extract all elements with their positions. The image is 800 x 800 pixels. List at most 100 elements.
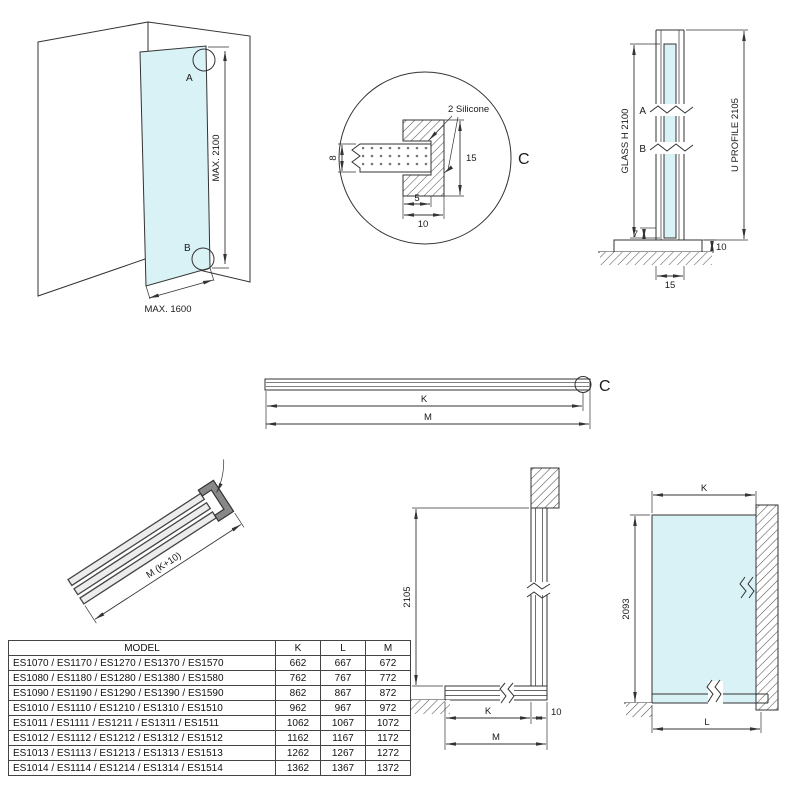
l-cell: 767	[320, 670, 366, 686]
model-cell: ES1070 / ES1170 / ES1270 / ES1370 / ES15…	[8, 655, 276, 671]
header-model: MODEL	[8, 640, 276, 656]
dim-10: 10	[716, 242, 727, 253]
m-cell: 1072	[365, 715, 411, 731]
glass-panel	[139, 45, 211, 287]
outer-depth-dim: 10	[418, 219, 429, 230]
l-cell: 1067	[320, 715, 366, 731]
elevation-m-dim: M	[492, 732, 500, 743]
detail-marker-a	[192, 48, 216, 72]
drawing-plan-view: C K M	[264, 376, 611, 429]
model-cell: ES1011 / ES1111 / ES1211 / ES1311 / ES15…	[8, 715, 276, 731]
k-cell: 1062	[275, 715, 321, 731]
m-cell: 972	[365, 700, 411, 716]
plan-k-dim: K	[421, 394, 428, 405]
k-cell: 962	[275, 700, 321, 716]
side-wall-hatch	[755, 504, 779, 711]
glass-dots-texture	[362, 147, 428, 169]
drawing-glass-elevation: K 2093 L	[621, 483, 779, 733]
l-cell: 1167	[320, 730, 366, 746]
m-cell: 772	[365, 670, 411, 686]
table-row: ES1014 / ES1114 / ES1214 / ES1314 / ES15…	[8, 760, 411, 776]
glass-k-dim: K	[701, 483, 708, 494]
glass-thickness-dim: 8	[328, 155, 339, 160]
model-cell: ES1080 / ES1180 / ES1280 / ES1380 / ES15…	[8, 670, 276, 686]
horizontal-profile	[444, 685, 548, 701]
model-cell: ES1010 / ES1110 / ES1210 / ES1310 / ES15…	[8, 700, 276, 716]
floor-hatch-right	[626, 703, 652, 717]
dim-7: 7	[633, 229, 638, 240]
floor-hatch	[398, 700, 450, 714]
k-cell: 1162	[275, 730, 321, 746]
glass-panel-elevation	[651, 514, 757, 704]
point-b-label: B	[184, 243, 191, 254]
m-cell: 1372	[365, 760, 411, 776]
k-cell: 862	[275, 685, 321, 701]
m-cell: 672	[365, 655, 411, 671]
silicone-label: 2 Silicone	[448, 104, 489, 115]
point-a-label: A	[186, 73, 193, 84]
header-k: K	[275, 640, 321, 656]
table-row: ES1012 / ES1112 / ES1212 / ES1312 / ES15…	[8, 730, 411, 746]
vertical-profile	[530, 507, 548, 687]
inner-depth-dim: 5	[414, 193, 419, 204]
l-cell: 1367	[320, 760, 366, 776]
l-cell: 867	[320, 685, 366, 701]
profile-end-cap	[197, 479, 235, 523]
m-cell: 872	[365, 685, 411, 701]
detail-c-label: C	[518, 151, 530, 168]
drawing-section-view: A B GLASS H 2100 U PROFILE 2105 7 10 15	[598, 29, 748, 291]
detail-marker-b	[191, 247, 215, 271]
drawing-door-view: A B MAX. 2100 MAX. 1600	[37, 21, 251, 315]
table-row: ES1011 / ES1111 / ES1211 / ES1311 / ES15…	[8, 715, 411, 731]
header-m: M	[365, 640, 411, 656]
max-width-dim: MAX. 1600	[145, 304, 192, 315]
glass-strip	[663, 43, 677, 239]
profile-bar	[264, 378, 591, 391]
l-cell: 1267	[320, 745, 366, 761]
model-cell: ES1090 / ES1190 / ES1290 / ES1390 / ES15…	[8, 685, 276, 701]
k-cell: 1362	[275, 760, 321, 776]
k-cell: 662	[275, 655, 321, 671]
profile-height-dim: 15	[466, 153, 477, 164]
u-profile-dim: U PROFILE 2105	[730, 98, 741, 172]
plan-m-dim: M	[424, 412, 432, 423]
header-l: L	[320, 640, 366, 656]
model-cell: ES1013 / ES1113 / ES1213 / ES1313 / ES15…	[8, 745, 276, 761]
m-cell: 1272	[365, 745, 411, 761]
detail-marker-c	[574, 376, 592, 393]
elevation-k-dim: K	[485, 706, 492, 717]
drawing-profile-3d: M (K+10)	[67, 459, 245, 624]
model-cell: ES1012 / ES1112 / ES1212 / ES1312 / ES15…	[8, 730, 276, 746]
m-cell: 1172	[365, 730, 411, 746]
drawing-wall-elevation: 2105 K 10 M	[396, 467, 562, 750]
table-header-row: MODEL K L M	[8, 640, 411, 656]
model-cell: ES1014 / ES1114 / ES1214 / ES1314 / ES15…	[8, 760, 276, 776]
elevation-10-dim: 10	[551, 707, 562, 718]
glass-height-2093-dim: 2093	[621, 598, 632, 619]
wall-panel-left	[37, 21, 149, 297]
table-row: ES1013 / ES1113 / ES1213 / ES1313 / ES15…	[8, 745, 411, 761]
dim-15: 15	[665, 280, 676, 291]
detail-circle	[338, 71, 512, 245]
elevation-height-dim: 2105	[402, 586, 413, 607]
ground-hatch	[600, 252, 712, 265]
table-row: ES1090 / ES1190 / ES1290 / ES1390 / ES15…	[8, 685, 411, 701]
section-point-b-label: B	[639, 144, 646, 155]
wall-hatch	[530, 467, 560, 509]
base-plate	[613, 239, 703, 253]
plan-detail-c-label: C	[599, 378, 611, 395]
drawing-detail-c: 2 Silicone 8 15 5 10 C	[328, 71, 530, 245]
table-row: ES1080 / ES1180 / ES1280 / ES1380 / ES15…	[8, 670, 411, 686]
l-cell: 667	[320, 655, 366, 671]
max-height-dim: MAX. 2100	[211, 135, 222, 182]
table-row: ES1010 / ES1110 / ES1210 / ES1310 / ES15…	[8, 700, 411, 716]
table-row: ES1070 / ES1170 / ES1270 / ES1370 / ES15…	[8, 655, 411, 671]
model-table: MODEL K L M ES1070 / ES1170 / ES1270 / E…	[8, 640, 411, 776]
glass-height-dim: GLASS H 2100	[620, 109, 631, 174]
k-cell: 1262	[275, 745, 321, 761]
k-cell: 762	[275, 670, 321, 686]
section-point-a-label: A	[639, 106, 646, 117]
l-cell: 967	[320, 700, 366, 716]
